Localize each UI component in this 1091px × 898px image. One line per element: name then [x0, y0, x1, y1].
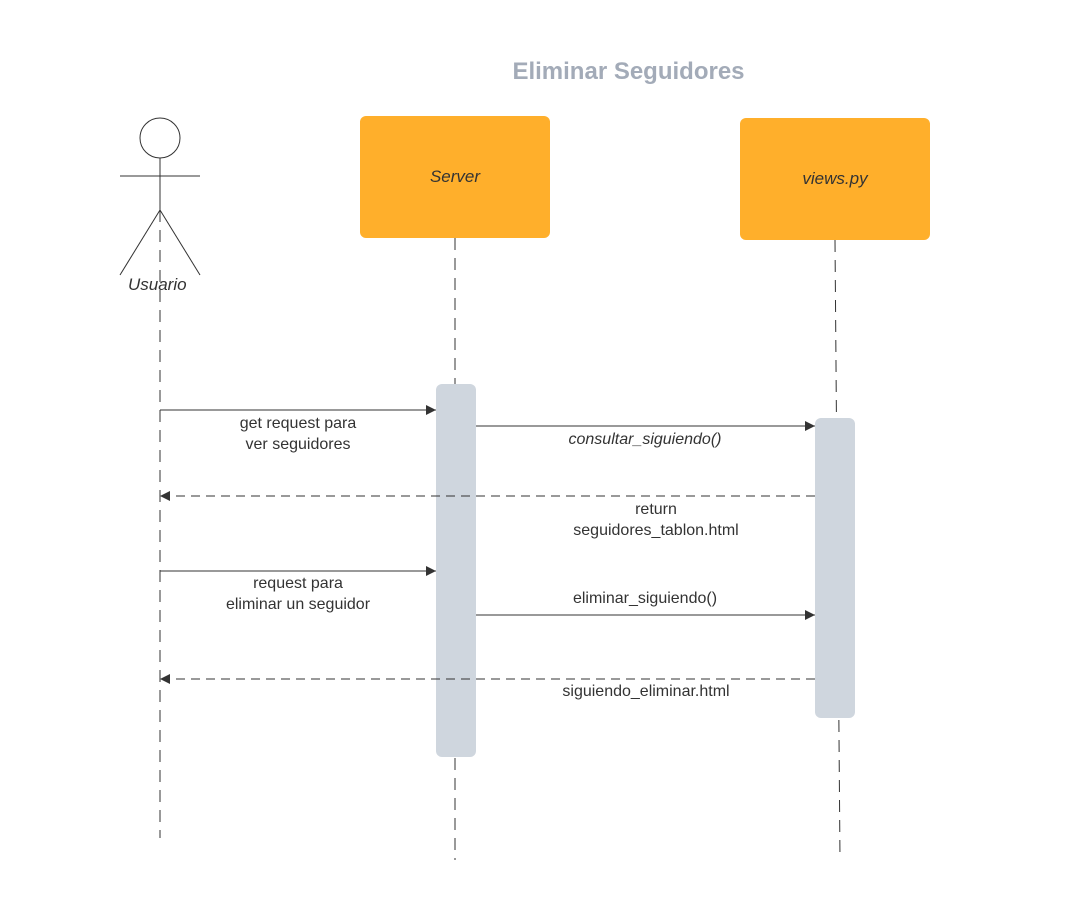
activation-views — [815, 418, 855, 718]
message-label-3-line2: seguidores_tablon.html — [573, 522, 739, 539]
diagram-title: Eliminar Seguidores — [512, 58, 745, 85]
message-label-4: request para eliminar un seguidor — [188, 573, 408, 615]
message-label-6-line1: siguiendo_eliminar.html — [562, 683, 730, 700]
participant-views: views.py — [740, 118, 930, 240]
message-label-6: siguiendo_eliminar.html — [526, 681, 766, 702]
actor-usuario-figure — [119, 117, 201, 276]
message-label-3: return seguidores_tablon.html — [536, 499, 776, 541]
message-label-1-line2: ver seguidores — [245, 436, 351, 453]
message-label-2-line1: consultar_siguiendo() — [568, 431, 722, 448]
message-label-1-line1: get request para — [239, 415, 357, 432]
message-label-5: eliminar_siguiendo() — [520, 588, 770, 609]
message-label-1: get request para ver seguidores — [198, 413, 398, 455]
activation-server — [436, 384, 476, 757]
participant-views-label: views.py — [802, 169, 868, 188]
message-label-4-line1: request para — [253, 575, 343, 592]
participant-server-label: Server — [429, 167, 481, 186]
message-label-3-line1: return — [635, 501, 677, 518]
actor-usuario-label: Usuario — [128, 275, 187, 294]
message-label-4-line2: eliminar un seguidor — [225, 596, 371, 613]
message-label-2: consultar_siguiendo() — [520, 429, 770, 450]
message-label-5-line1: eliminar_siguiendo() — [572, 590, 718, 607]
participant-server: Server — [360, 116, 550, 238]
